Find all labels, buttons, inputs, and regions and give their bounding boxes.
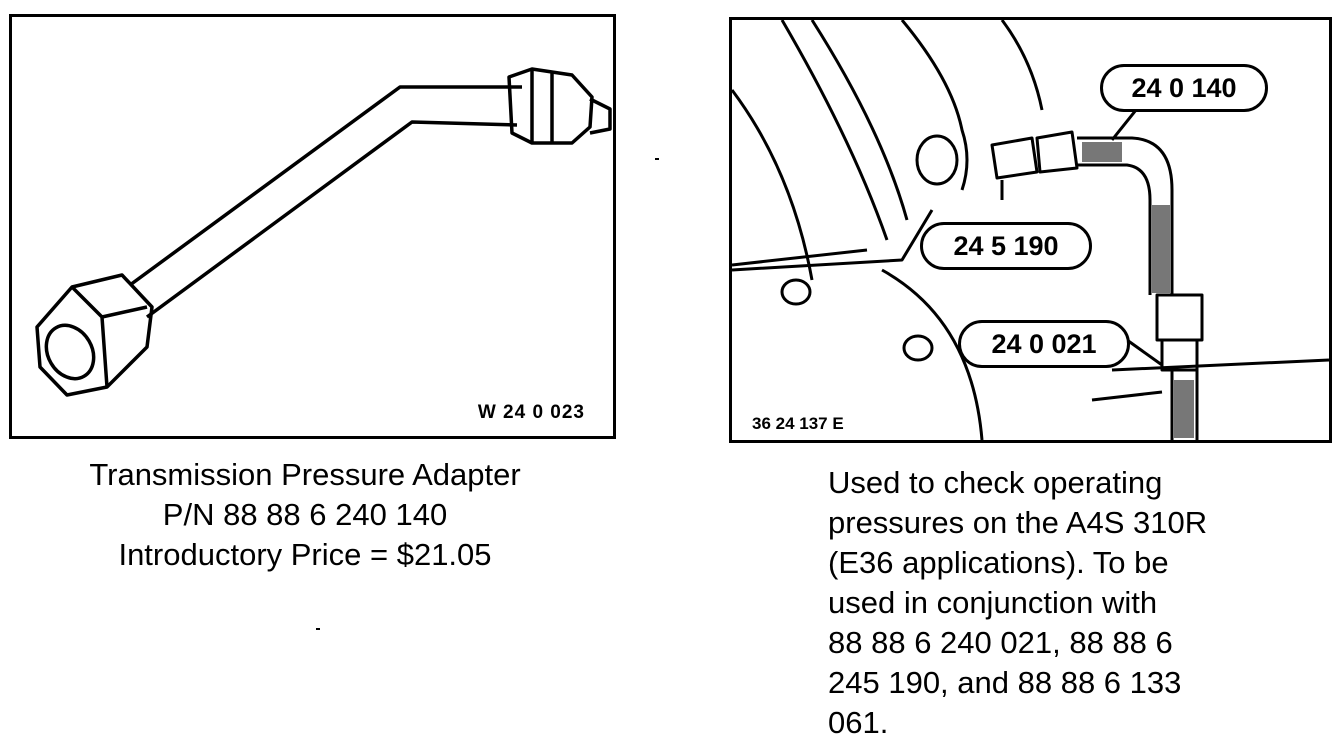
- scan-speck: [655, 158, 659, 160]
- adapter-caption: Transmission Pressure Adapter P/N 88 88 …: [40, 455, 570, 575]
- callout-part-24-5-190: 24 5 190: [920, 222, 1092, 270]
- callout-part-24-0-140: 24 0 140: [1100, 64, 1268, 112]
- description-line: 061.: [828, 705, 889, 740]
- caption-price: Introductory Price = $21.05: [118, 537, 492, 572]
- caption-title: Transmission Pressure Adapter: [89, 457, 521, 492]
- description-line: pressures on the A4S 310R: [828, 505, 1208, 540]
- description-line: (E36 applications). To be: [828, 545, 1169, 580]
- figure-code: 36 24 137 E: [752, 414, 844, 433]
- caption-part-number: P/N 88 88 6 240 140: [162, 497, 448, 532]
- adapter-figure: W 24 0 023: [9, 14, 616, 439]
- description-line: 88 88 6 240 021, 88 88 6: [828, 625, 1173, 660]
- pressure-adapter-pipe-icon: [35, 67, 612, 397]
- installation-figure: 24 0 140 24 5 190 24 0 021 36 24 137 E: [729, 17, 1332, 443]
- usage-description: Used to check operating pressures on the…: [828, 463, 1328, 743]
- scan-speck: [316, 628, 320, 630]
- figure-code: W 24 0 023: [477, 402, 585, 423]
- transmission-installation-icon: [732, 20, 1329, 440]
- description-line: Used to check operating: [828, 465, 1163, 500]
- callout-part-24-0-021: 24 0 021: [958, 320, 1130, 368]
- description-line: used in conjunction with: [828, 585, 1158, 620]
- description-line: 245 190, and 88 88 6 133: [828, 665, 1182, 700]
